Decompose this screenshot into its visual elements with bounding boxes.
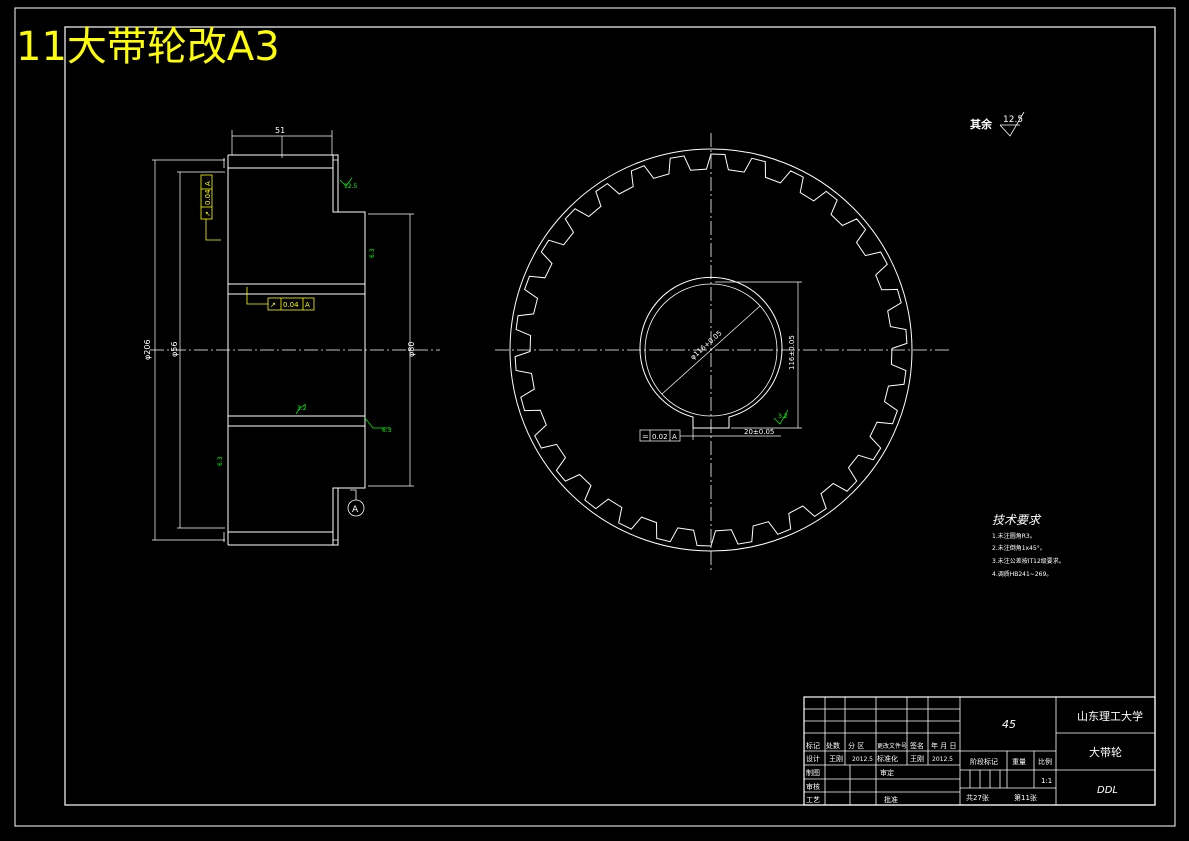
tech-req-title: 技术要求 [992,513,1042,527]
svg-text:标记: 标记 [806,741,820,750]
tb-school: 山东理工大学 [1077,709,1143,723]
dim-keyway-depth: 116±0.05 [788,335,796,370]
tb-material: 45 [1002,718,1016,731]
svg-text:0.04: 0.04 [204,189,212,205]
dim-bore-dia: φ116+0.05 [689,329,724,361]
svg-text:王刚: 王刚 [829,754,843,763]
svg-text:工艺: 工艺 [806,796,820,804]
dim-keyway-width: 20±0.05 [744,428,774,436]
tolerance-frame-top: A 0.04 ↗ [200,174,221,241]
svg-text:12.5: 12.5 [344,183,358,190]
svg-text:王刚: 王刚 [910,754,924,763]
tech-req-item-2: 2.未注倒角1x45°。 [992,544,1046,552]
svg-text:处数: 处数 [826,741,840,750]
tb-part-name: 大带轮 [1089,745,1122,759]
svg-text:6.3: 6.3 [369,248,376,258]
title-block-grid [804,697,1155,805]
tb-stage-label: 阶段标记 [970,757,998,766]
svg-text:A: A [352,505,359,515]
svg-text:2012.5: 2012.5 [932,756,953,763]
sheet-title: 11大带轮改A3 [16,24,280,70]
tb-sheets-total: 共27张 [966,793,989,802]
section-view: 51 φ206 φ56 φ80 A 0.04 ↗ ↗ 0.04 A [143,126,440,546]
svg-text:=: = [642,432,649,441]
title-block-text: 45 山东理工大学 大带轮 DDL 阶段标记 重量 比例 1:1 共27张 第1… [806,709,1143,804]
tb-sheet-current: 第11张 [1014,793,1037,802]
svg-text:A: A [305,301,310,309]
dim-dia-mid: φ56 [170,342,179,357]
svg-text:↗: ↗ [270,301,276,309]
symmetry-tolerance-frame: = 0.02 A [639,429,693,442]
outer-border [14,7,1176,827]
tech-req-item-1: 1.未注圆角R3。 [992,532,1036,540]
dim-dia-hub: φ80 [407,342,416,357]
datum-a-marker: A [347,489,365,517]
inner-frame [64,26,1156,806]
svg-text:6.3: 6.3 [217,456,224,466]
tb-drawing-no: DDL [1097,785,1118,796]
svg-text:分 区: 分 区 [848,741,864,750]
roughness-note: 其余 12.5 [970,111,1025,137]
tolerance-frame-mid: ↗ 0.04 A [246,287,315,311]
svg-text:审定: 审定 [880,768,894,777]
roughness-key: 3.2 [778,413,788,420]
title-block [803,696,1156,806]
dim-dia-outer: φ206 [143,339,152,360]
tech-req-item-3: 3.未注公差按IT12级要求。 [992,557,1065,565]
roughness-marks-section: 12.5 6.3 3.2 6.3 6.3 [217,177,392,466]
svg-text:标准化: 标准化 [877,754,898,763]
svg-text:更改文件号: 更改文件号 [877,742,907,750]
front-view: φ116+0.05 116±0.05 20±0.05 = 0.02 A 3.2 [495,133,950,570]
tb-scale: 1:1 [1041,777,1052,785]
technical-requirements: 技术要求 1.未注圆角R3。 2.未注倒角1x45°。 3.未注公差按IT12级… [992,513,1065,578]
tb-scale-label: 比例 [1038,757,1052,766]
svg-text:设计: 设计 [806,754,820,763]
section-hatch-lower [227,425,366,533]
svg-text:审核: 审核 [806,782,820,791]
svg-text:3.2: 3.2 [297,405,307,412]
roughness-note-label: 其余 [970,117,993,131]
svg-text:2012.5: 2012.5 [852,756,873,763]
tech-req-item-4: 4.调质HB241~269。 [992,570,1052,578]
tb-weight-label: 重量 [1012,758,1026,766]
svg-text:批准: 批准 [884,795,898,804]
svg-text:6.3: 6.3 [382,427,392,434]
svg-text:年 月 日: 年 月 日 [931,741,956,750]
svg-text:0.04: 0.04 [283,301,299,309]
svg-text:制图: 制图 [806,768,820,777]
svg-text:签名: 签名 [910,741,924,750]
svg-text:A: A [204,181,212,186]
roughness-note-value: 12.5 [1003,115,1023,125]
svg-text:↗: ↗ [204,211,212,217]
dim-width: 51 [275,126,285,135]
svg-text:0.02: 0.02 [652,433,668,441]
svg-text:A: A [672,433,677,441]
